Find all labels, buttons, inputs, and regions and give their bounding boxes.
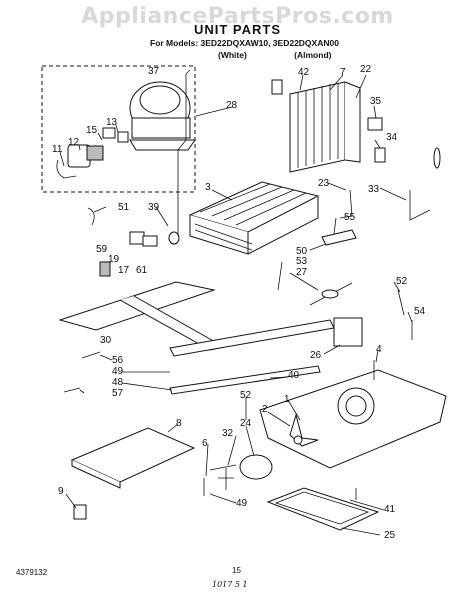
callout-55: 55 (344, 212, 356, 223)
condenser-part (289, 81, 361, 173)
fan-blade-part (289, 413, 319, 447)
rail-assembly-part (58, 281, 335, 357)
color-almond-label: (Almond) (294, 50, 332, 60)
callout-6: 6 (202, 438, 208, 449)
insulation-panel-part (70, 427, 196, 483)
mount-32-part (218, 468, 234, 490)
callout-19: 19 (108, 254, 120, 265)
callout-50: 50 (296, 246, 308, 257)
callout-12: 12 (68, 137, 80, 148)
drain-part (409, 190, 431, 221)
watermark: AppliancePartsPros.com (81, 4, 394, 29)
callout-1: 1 (284, 394, 290, 405)
bracket-55-part (321, 229, 357, 246)
callout-15: 15 (86, 125, 98, 136)
callout-13: 13 (106, 117, 118, 128)
evaporator-part (188, 181, 320, 255)
thermistor-part (367, 117, 383, 131)
page-number: 15 (232, 566, 241, 575)
callout-39: 39 (148, 202, 160, 213)
callout-27: 27 (296, 267, 308, 278)
callout-32: 32 (222, 428, 234, 439)
callout-52-lower: 52 (240, 390, 252, 401)
clip-23-part (339, 189, 353, 219)
callout-52: 52 (396, 276, 408, 287)
callout-11: 11 (52, 144, 63, 155)
callout-25: 25 (384, 530, 396, 541)
callout-24: 24 (240, 418, 252, 429)
callout-17: 17 (118, 265, 130, 276)
callout-22: 22 (360, 64, 372, 75)
callout-37: 37 (148, 66, 160, 77)
callout-40: 40 (288, 370, 300, 381)
callout-4: 4 (376, 344, 382, 355)
callout-3: 3 (205, 182, 211, 193)
callout-26: 26 (310, 350, 322, 361)
bar-40-part (169, 365, 321, 395)
callout-9: 9 (58, 486, 64, 497)
callout-2: 2 (262, 404, 268, 415)
heater-part (433, 147, 441, 169)
callout-56: 56 (112, 355, 124, 366)
color-white-label: (White) (218, 50, 247, 60)
callout-7: 7 (340, 67, 346, 78)
callout-51: 51 (118, 202, 130, 213)
bracket-part (374, 147, 386, 163)
callout-41: 41 (384, 504, 396, 515)
callout-30: 30 (100, 335, 112, 346)
callout-49-lower: 49 (236, 498, 248, 509)
color-labels: (White) (Almond) (218, 50, 376, 60)
callout-54: 54 (414, 306, 426, 317)
terminal-part (129, 231, 145, 245)
tube-51-part (87, 207, 95, 226)
callout-49: 49 (112, 366, 124, 377)
callout-59: 59 (96, 244, 108, 255)
connector-part (142, 235, 158, 247)
callout-8: 8 (176, 418, 182, 429)
callout-42: 42 (298, 67, 310, 78)
page-title: UNIT PARTS (193, 22, 282, 37)
base-pan-part (259, 369, 447, 469)
callout-33: 33 (368, 184, 380, 195)
fan-bracket-part (333, 317, 363, 347)
grommet-9-part (73, 504, 87, 520)
grommet-part (168, 231, 180, 245)
spring-56-part (81, 351, 101, 359)
callout-61: 61 (136, 265, 148, 276)
spring-57-part (63, 387, 81, 393)
callout-48: 48 (112, 377, 124, 388)
clip-part (271, 79, 283, 95)
models-line: For Models: 3ED22DQXAW10, 3ED22DQXAN00 (150, 38, 339, 48)
handwritten-note: 1017 5 1 (212, 580, 248, 589)
callout-57: 57 (112, 388, 124, 399)
callout-53: 53 (296, 256, 308, 267)
spring-part (397, 289, 405, 316)
callout-23: 23 (318, 178, 330, 189)
plug-part (99, 261, 111, 277)
callout-28: 28 (226, 100, 238, 111)
compressor-part (129, 81, 196, 151)
callout-35: 35 (370, 96, 382, 107)
fan-motor-part (209, 454, 273, 480)
doc-number: 4379132 (16, 568, 48, 577)
drain-pan-part (266, 487, 380, 531)
callout-34: 34 (386, 132, 398, 143)
